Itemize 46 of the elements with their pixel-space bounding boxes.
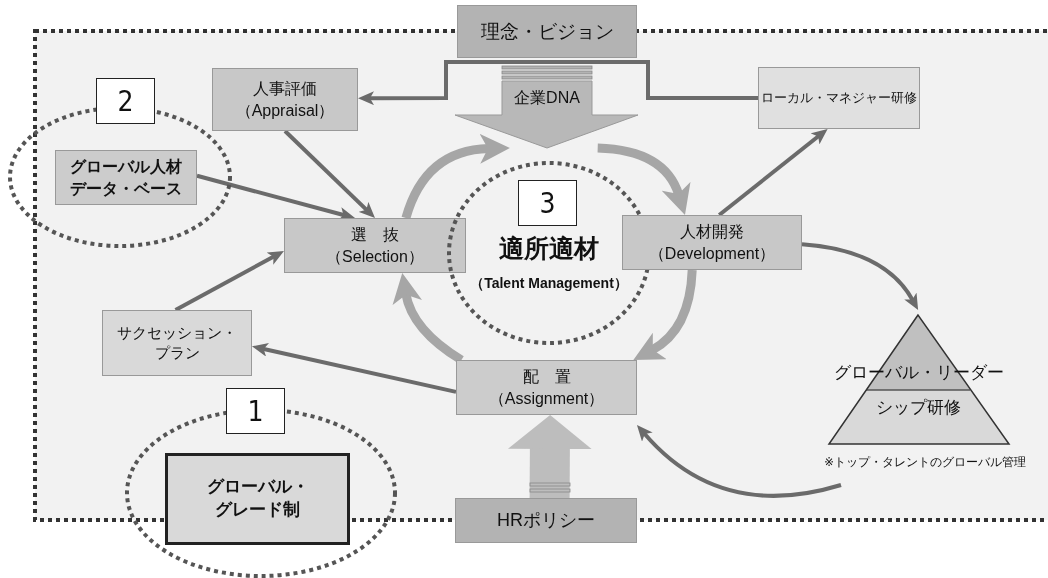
subheading: （Talent Management） <box>469 275 629 293</box>
block-arrow <box>507 415 592 499</box>
arrow <box>801 242 919 310</box>
box-label: グローバル・グレード制 <box>205 476 310 521</box>
box-label: 理念・ビジョン <box>480 19 614 44</box>
dotted-ellipse <box>8 78 232 248</box>
down-arrow-box <box>455 66 638 148</box>
callout-number: 3 <box>518 180 577 226</box>
box-label: （Selection） <box>326 246 424 267</box>
title-box <box>455 498 637 543</box>
cycle-arrow <box>633 269 697 361</box>
callout-number: 1 <box>226 388 285 434</box>
box-label: 人事評価 <box>253 78 317 99</box>
process-box <box>622 215 802 270</box>
cycle-arrow <box>393 273 464 364</box>
box-label: （Appraisal） <box>235 100 335 121</box>
process-box <box>758 67 920 129</box>
footnote: ※トップ・タレントのグローバル管理 <box>823 455 1027 470</box>
arrow <box>174 251 284 312</box>
arrow <box>717 128 828 217</box>
box-label: グローバル人材データ・ベース <box>69 156 183 199</box>
arrow <box>283 129 375 219</box>
box-label: 選 抜 <box>351 224 399 245</box>
box-label: HRポリシー <box>497 509 595 533</box>
arrow-label: 企業DNA <box>513 88 581 108</box>
heading: 適所適材 <box>498 233 600 264</box>
dotted-ellipse <box>125 388 397 578</box>
box-label: 配 置 <box>522 366 571 387</box>
box-label: （Development） <box>648 243 776 264</box>
process-box <box>55 150 197 205</box>
box-label: サクセッション・プラン <box>116 322 238 363</box>
process-box <box>165 453 350 545</box>
box-label: 人材開発 <box>680 221 744 242</box>
callout-number: 2 <box>96 78 155 124</box>
process-box <box>456 360 637 415</box>
box-label: （Assignment） <box>488 388 605 409</box>
arrow <box>358 60 758 106</box>
process-box <box>102 310 252 376</box>
process-box <box>212 68 358 131</box>
arrow <box>636 425 842 498</box>
dotted-circle <box>446 162 652 346</box>
process-box <box>284 218 466 273</box>
box-label: ローカル・マネジャー研修 <box>761 89 917 107</box>
arrow <box>251 342 457 394</box>
cycle-arrow <box>401 134 510 220</box>
title-box <box>457 5 637 58</box>
